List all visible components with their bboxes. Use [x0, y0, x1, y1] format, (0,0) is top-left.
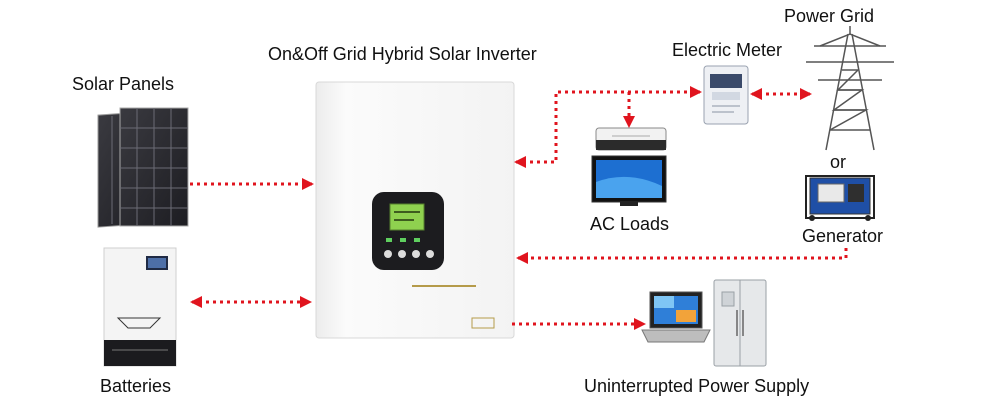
label-electric-meter: Electric Meter [672, 40, 783, 60]
arrow-inverter-meter [514, 86, 702, 168]
label-solar-panels: Solar Panels [72, 74, 175, 94]
laptop-icon [641, 291, 711, 343]
flow-arrows [190, 86, 848, 330]
label-or: or [830, 152, 847, 172]
label-inverter: On&Off Grid Hybrid Solar Inverter [268, 44, 537, 64]
battery-cabinet-icon [103, 247, 177, 367]
refrigerator-icon [713, 279, 767, 367]
air-conditioner-icon [595, 127, 667, 151]
inverter-icon [315, 81, 515, 339]
label-power-grid: Power Grid [784, 6, 875, 26]
generator-icon [805, 175, 875, 221]
solar-panel-icon [97, 107, 189, 228]
label-ac-loads: AC Loads [590, 214, 670, 234]
label-ups: Uninterrupted Power Supply [584, 376, 810, 396]
label-generator: Generator [802, 226, 884, 246]
electric-meter-icon [703, 65, 749, 125]
arrow-generator-to-inverter [516, 248, 848, 264]
label-batteries: Batteries [100, 376, 172, 396]
power-tower-icon [806, 26, 894, 151]
television-icon [591, 155, 667, 206]
